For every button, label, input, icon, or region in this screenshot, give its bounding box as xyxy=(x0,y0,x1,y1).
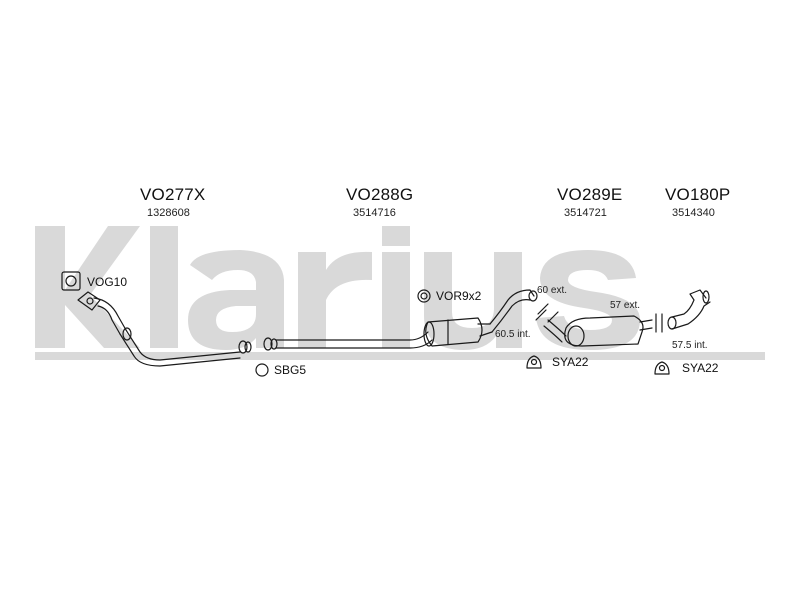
hanger-icon xyxy=(526,355,542,369)
measurement-60-ext: 60 ext. xyxy=(537,285,568,296)
accessory-label-sya22: SYA22 xyxy=(682,361,719,375)
part-code-vo180p: VO180P xyxy=(665,185,731,204)
middle-pipe-vo288g xyxy=(263,289,538,351)
front-pipe-vo277x xyxy=(77,291,252,367)
ring-icon xyxy=(417,289,431,303)
accessory-label-sya22: SYA22 xyxy=(552,355,589,369)
part-ref-vo289e: 3514721 xyxy=(564,207,607,219)
accessory-label-vog10: VOG10 xyxy=(87,275,128,289)
accessory-label-sbg5: SBG5 xyxy=(274,363,307,377)
rear-silencer-vo289e xyxy=(543,315,653,347)
accessory-label-vor9x2: VOR9x2 xyxy=(436,289,482,303)
clamp-icon xyxy=(255,363,269,377)
measurement-57-ext: 57 ext. xyxy=(610,300,641,311)
part-ref-vo277x: 1328608 xyxy=(147,207,190,219)
part-code-vo288g: VO288G xyxy=(346,185,414,204)
part-code-vo277x: VO277X xyxy=(140,185,206,204)
cut-mark-57 xyxy=(655,313,663,333)
measurement-57-int: 57.5 int. xyxy=(672,340,708,351)
cut-mark-60 xyxy=(535,303,559,323)
part-code-vo289e: VO289E xyxy=(557,185,623,204)
gasket-icon xyxy=(61,271,81,291)
tail-pipe-vo180p xyxy=(667,289,711,330)
measurement-60-int: 60.5 int. xyxy=(495,329,531,340)
hanger-icon xyxy=(654,361,670,375)
part-ref-vo288g: 3514716 xyxy=(353,207,396,219)
part-ref-vo180p: 3514340 xyxy=(672,207,715,219)
